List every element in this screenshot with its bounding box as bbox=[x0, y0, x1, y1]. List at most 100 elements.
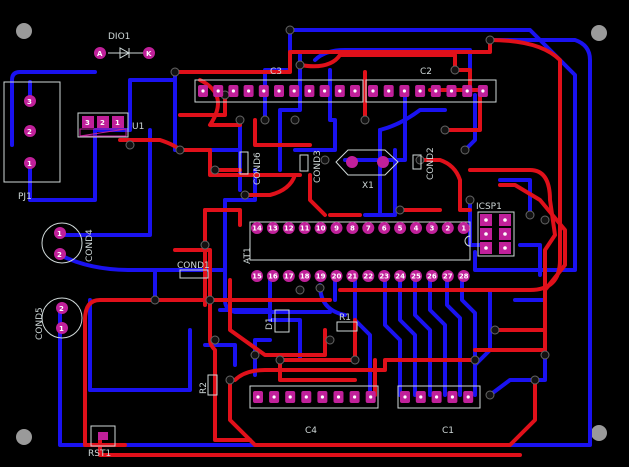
dio1-label: DIO1 bbox=[108, 32, 130, 42]
header-icsp1: ICSP1 bbox=[476, 202, 515, 257]
r2-label: R2 bbox=[199, 382, 209, 394]
vias bbox=[125, 25, 550, 400]
c1-label: C1 bbox=[442, 426, 454, 436]
c4-pad-drill bbox=[353, 395, 357, 399]
icsp1-pad-drill bbox=[484, 218, 488, 222]
at1-pin-pad bbox=[378, 270, 391, 282]
at1-pin-number: 9 bbox=[334, 225, 339, 233]
resistor-r1: R1 bbox=[336, 313, 358, 332]
u1-pin-1: 1 bbox=[115, 119, 120, 127]
at1-pin-pad bbox=[346, 222, 359, 234]
crystal-x1: X1 bbox=[335, 149, 399, 191]
pj1-pin-2: 2 bbox=[27, 128, 32, 136]
cond6-label: COND6 bbox=[253, 152, 263, 185]
at1-pin-number: 4 bbox=[414, 225, 419, 233]
at1-pin-number: 13 bbox=[268, 225, 278, 233]
at1-pin-number: 8 bbox=[350, 225, 355, 233]
cond3-label: COND3 bbox=[313, 150, 323, 183]
c1-pad-drill bbox=[435, 395, 439, 399]
at1-pin-number: 20 bbox=[332, 273, 342, 281]
rst1-label: RST1 bbox=[88, 449, 111, 459]
mounting-holes bbox=[16, 23, 607, 445]
capacitor-cond2: COND2 bbox=[412, 147, 436, 180]
at1-pin-pad bbox=[457, 270, 470, 282]
at1-pin-number: 14 bbox=[252, 225, 262, 233]
at1-pin-number: 25 bbox=[411, 273, 421, 281]
c3-pad-drill bbox=[247, 89, 251, 93]
at1-pin-number: 12 bbox=[284, 225, 294, 233]
c2-pad-drill bbox=[434, 89, 438, 93]
at1-pin-pad bbox=[282, 222, 295, 234]
c3-pad-drill bbox=[323, 89, 327, 93]
u1-label: U1 bbox=[132, 122, 144, 132]
c2-pad-drill bbox=[402, 89, 406, 93]
capacitor-cond1: COND1 bbox=[177, 261, 210, 279]
at1-pin-number: 17 bbox=[284, 273, 294, 281]
capacitor-cond4: 1 2 COND4 bbox=[41, 222, 95, 264]
diode-d1: D1 bbox=[265, 309, 290, 333]
capacitor-cond5: 2 1 COND5 bbox=[35, 297, 83, 340]
icsp1-pad-drill bbox=[503, 232, 507, 236]
c3-pad-drill bbox=[216, 89, 220, 93]
c2-pad-drill bbox=[371, 89, 375, 93]
c1-pad-drill bbox=[419, 395, 423, 399]
c4-pad-drill bbox=[336, 395, 341, 399]
mounting-hole-bottom-left bbox=[16, 429, 32, 445]
at1-pin-pad bbox=[330, 270, 343, 282]
c3-pad-drill bbox=[262, 89, 266, 93]
at1-pin-number: 22 bbox=[363, 273, 373, 281]
icsp1-pad-drill bbox=[484, 246, 488, 250]
mounting-hole-bottom-right bbox=[591, 425, 607, 441]
c3-pad-drill bbox=[307, 89, 311, 93]
cond2-label: COND2 bbox=[426, 147, 436, 180]
c1-pad-drill bbox=[403, 395, 407, 399]
r1-label: R1 bbox=[339, 313, 351, 323]
at1-pin-pad bbox=[425, 270, 438, 282]
pj1-label: PJ1 bbox=[18, 192, 32, 202]
c4-pad-drill bbox=[256, 395, 260, 399]
at1-pin-pad bbox=[266, 270, 279, 282]
c1-pad-drill bbox=[466, 395, 470, 399]
cond1-label: COND1 bbox=[177, 261, 210, 271]
capacitor-cond6: COND6 bbox=[239, 151, 263, 185]
mounting-hole-top-right bbox=[591, 25, 607, 41]
icsp1-pad-drill bbox=[503, 246, 507, 250]
at1-pin-number: 18 bbox=[300, 273, 310, 281]
at1-pin-pad bbox=[346, 270, 359, 282]
at1-pin-pad bbox=[362, 270, 375, 282]
header-c3: C3 bbox=[194, 67, 364, 103]
cond4-pin-1: 1 bbox=[57, 230, 62, 238]
c4-pad-drill bbox=[304, 395, 308, 399]
cond5-label: COND5 bbox=[35, 307, 45, 340]
at1-pin-number: 11 bbox=[300, 225, 310, 233]
at1-pin-number: 2 bbox=[445, 225, 450, 233]
at1-pin-pad bbox=[330, 222, 343, 234]
c4-pad-drill bbox=[320, 395, 324, 399]
at1-pin-number: 3 bbox=[429, 225, 434, 233]
at1-pin-pad bbox=[251, 270, 263, 282]
dio1-pad-k bbox=[143, 47, 155, 59]
at1-pin-pad bbox=[314, 270, 327, 282]
d1-label: D1 bbox=[265, 317, 275, 330]
at1-pin-number: 15 bbox=[252, 273, 262, 281]
at1-pin-pad bbox=[378, 222, 391, 234]
at1-pin-number: 7 bbox=[366, 225, 371, 233]
c2-pad-drill bbox=[418, 89, 422, 93]
dio1-pin-a: A bbox=[97, 50, 103, 58]
c4-pad-drill bbox=[288, 395, 292, 399]
at1-pin-pad bbox=[441, 270, 454, 282]
header-c1: C1 bbox=[397, 385, 481, 436]
cond5-pin-2: 2 bbox=[59, 305, 64, 313]
c2-pad-drill bbox=[465, 89, 469, 93]
at1-pin-number: 19 bbox=[316, 273, 326, 281]
cond4-pin-2: 2 bbox=[57, 251, 62, 259]
at1-pin-pad bbox=[441, 222, 454, 234]
mounting-hole-top-left bbox=[16, 23, 32, 39]
at1-pin-number: 1 bbox=[461, 225, 466, 233]
c4-label: C4 bbox=[305, 426, 317, 436]
cond4-label: COND4 bbox=[85, 229, 95, 262]
at1-pin-pad bbox=[251, 222, 263, 234]
c2-pad-drill bbox=[481, 89, 485, 93]
header-c2: C2 bbox=[365, 67, 497, 103]
